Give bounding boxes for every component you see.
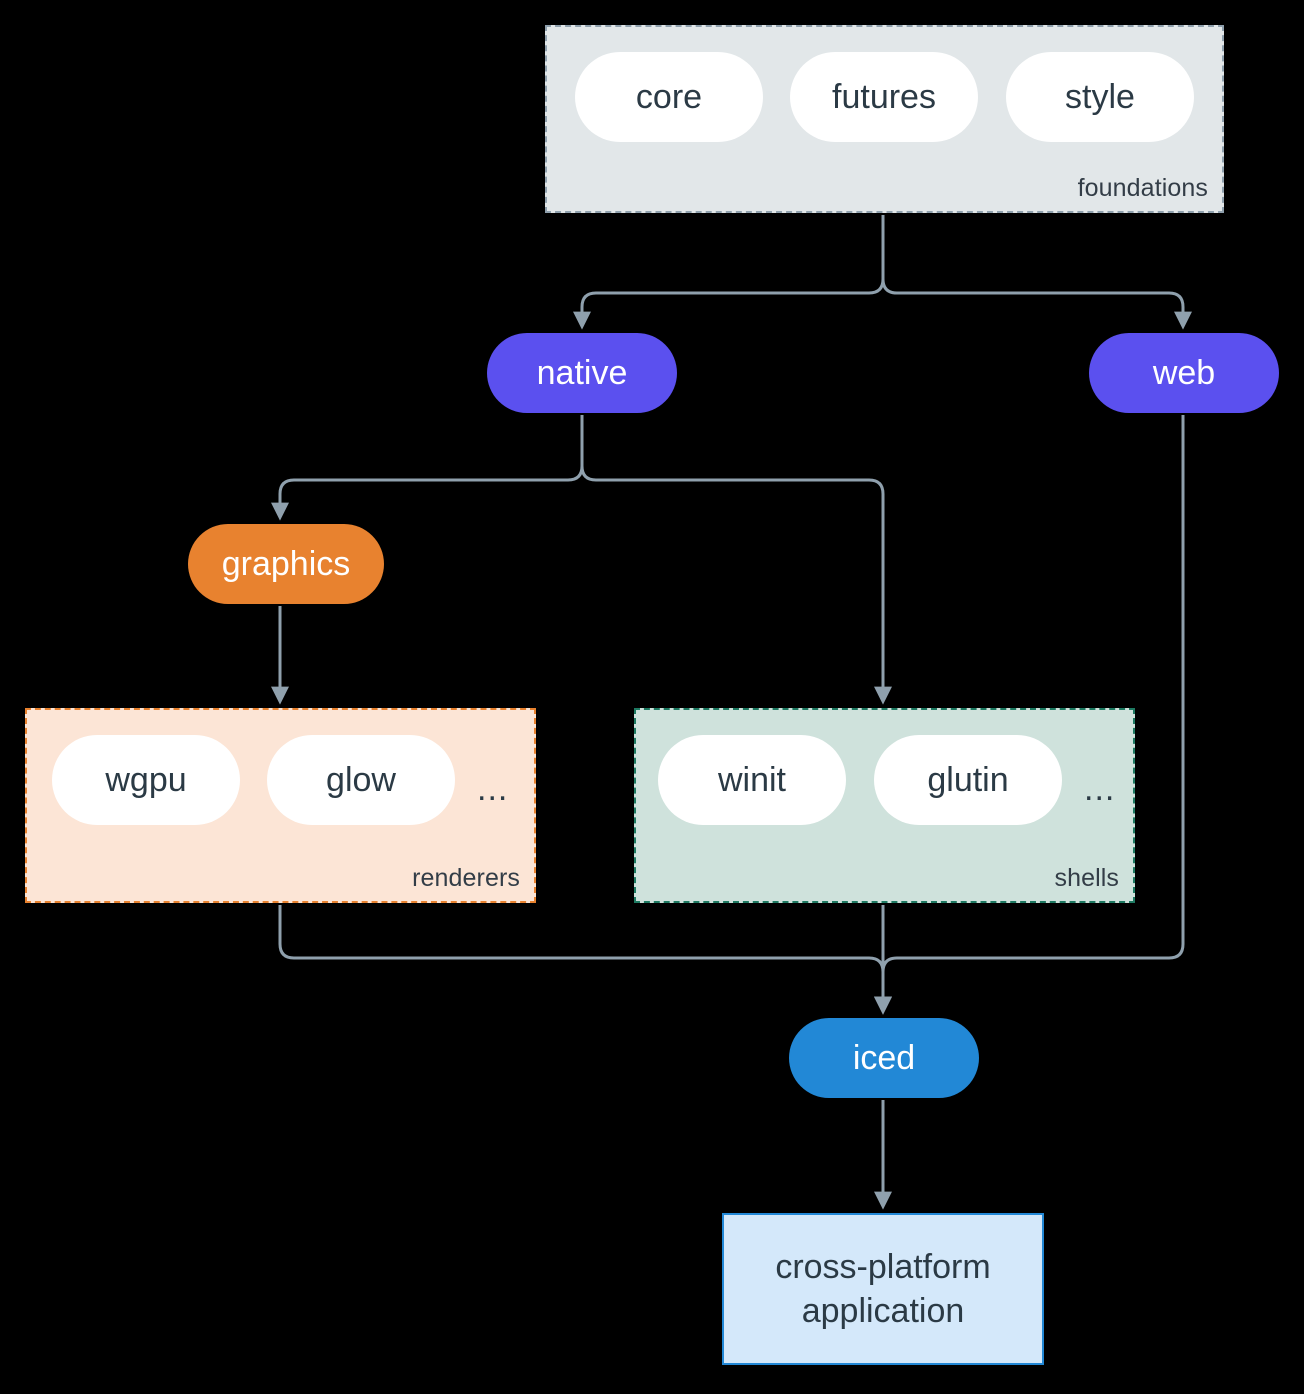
node-glutin-label: glutin — [927, 760, 1009, 799]
node-style-label: style — [1065, 77, 1135, 116]
group-renderers-label: renderers — [412, 864, 520, 892]
node-glow[interactable]: glow — [267, 735, 455, 825]
edge-native-graphics — [271, 415, 584, 521]
edge-foundations-native — [573, 215, 885, 330]
node-winit[interactable]: winit — [658, 735, 846, 825]
node-native-label: native — [536, 353, 628, 392]
group-foundations-label: foundations — [1077, 174, 1208, 202]
node-web[interactable]: web — [1089, 333, 1279, 413]
node-graphics-label: graphics — [221, 544, 351, 583]
shells-more-ellipsis: ... — [1084, 770, 1116, 808]
edge-renderers-iced — [278, 905, 892, 1015]
node-wgpu[interactable]: wgpu — [52, 735, 240, 825]
node-style[interactable]: style — [1006, 52, 1194, 142]
edge-foundations-web — [881, 215, 1192, 330]
node-web-label: web — [1152, 353, 1216, 392]
group-foundations: core futures style foundations — [545, 25, 1224, 213]
application-label-line1: cross-platform — [775, 1247, 991, 1286]
group-shells: winit glutin ... shells — [634, 708, 1135, 903]
node-wgpu-label: wgpu — [105, 760, 187, 799]
renderers-more-ellipsis: ... — [477, 770, 509, 808]
application-label-line2: application — [801, 1292, 965, 1330]
group-renderers: wgpu glow ... renderers — [25, 708, 536, 903]
node-core[interactable]: core — [575, 52, 763, 142]
node-iced-label: iced — [852, 1038, 916, 1077]
node-futures-label: futures — [832, 77, 936, 116]
node-futures[interactable]: futures — [790, 52, 978, 142]
node-winit-label: winit — [717, 760, 787, 799]
edge-native-shells — [580, 415, 892, 705]
node-graphics[interactable]: graphics — [188, 524, 384, 604]
node-iced[interactable]: iced — [789, 1018, 979, 1098]
group-shells-label: shells — [1054, 864, 1119, 892]
node-glow-label: glow — [326, 760, 396, 799]
node-native[interactable]: native — [487, 333, 677, 413]
node-cross-platform-application[interactable]: cross-platform application — [722, 1213, 1044, 1365]
node-core-label: core — [635, 77, 703, 116]
node-glutin[interactable]: glutin — [874, 735, 1062, 825]
